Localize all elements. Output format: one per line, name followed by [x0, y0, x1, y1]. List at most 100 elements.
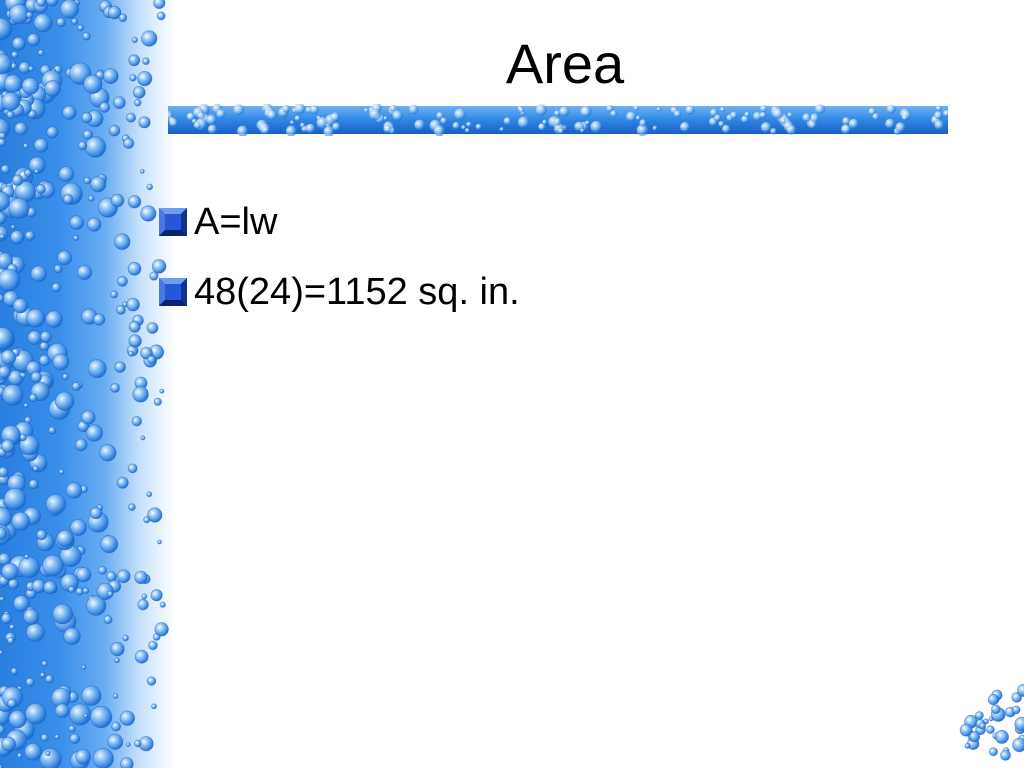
water-drop: [18, 556, 40, 579]
water-drop: [37, 49, 45, 57]
water-drop: [639, 119, 647, 127]
water-drop: [718, 121, 725, 127]
water-drop: [1, 384, 24, 406]
water-drop: [87, 194, 95, 202]
water-drop: [886, 104, 896, 114]
water-drop: [216, 109, 226, 119]
water-drop: [131, 36, 138, 44]
water-drop: [149, 271, 159, 281]
bullet-list: A=lw 48(24)=1152 sq. in.: [158, 200, 520, 340]
water-drop: [153, 397, 162, 406]
water-drop: [433, 125, 445, 136]
water-drop: [116, 569, 131, 584]
water-drop: [25, 677, 35, 687]
water-drop: [760, 122, 772, 133]
water-drop: [810, 113, 820, 123]
water-drop: [39, 672, 46, 679]
water-drop: [71, 17, 79, 25]
water-drop: [585, 120, 590, 125]
water-drop: [535, 104, 547, 116]
water-drop: [808, 120, 817, 129]
water-drop: [44, 674, 54, 684]
water-drop: [885, 118, 896, 129]
water-drop: [99, 101, 111, 113]
water-drop: [71, 381, 81, 391]
water-drop: [151, 259, 167, 274]
water-drop: [815, 104, 825, 115]
water-drop: [116, 304, 126, 315]
water-drop: [935, 105, 942, 112]
water-drop: [127, 261, 142, 276]
water-drop: [143, 516, 151, 524]
water-drop: [990, 704, 1001, 715]
water-drop: [436, 112, 444, 120]
water-drop: [11, 174, 24, 186]
water-drop: [140, 30, 158, 47]
water-drops-pattern: [0, 0, 169, 768]
water-drop: [131, 416, 143, 427]
water-drop: [59, 0, 80, 19]
water-drop: [62, 194, 74, 205]
water-drop: [57, 250, 73, 266]
water-drop: [40, 733, 49, 742]
title-underline-bar: [168, 104, 948, 136]
water-drop: [41, 660, 48, 667]
water-drop: [154, 622, 169, 637]
water-drop: [132, 86, 146, 99]
water-drop: [27, 330, 43, 345]
water-drop: [741, 115, 749, 124]
water-drop: [285, 125, 297, 136]
water-drop: [722, 124, 731, 134]
water-drop: [0, 191, 11, 212]
water-drop: [127, 463, 138, 474]
water-drop: [680, 121, 691, 133]
water-drop: [92, 747, 114, 768]
bullet-item: 48(24)=1152 sq. in.: [158, 270, 520, 314]
bullet-item: A=lw: [158, 200, 520, 244]
water-drop: [23, 554, 30, 560]
water-drop: [156, 11, 166, 21]
water-drop: [606, 104, 614, 113]
water-drop: [0, 138, 6, 147]
slide-title: Area: [505, 32, 625, 95]
water-drop: [237, 125, 249, 136]
water-drop: [30, 371, 43, 383]
water-drop: [77, 24, 84, 32]
water-drop: [77, 140, 88, 151]
water-drop: [542, 119, 548, 125]
water-drop: [32, 465, 39, 472]
water-drop: [383, 116, 388, 121]
water-drop: [8, 623, 16, 631]
water-drop: [68, 725, 76, 733]
water-drop: [122, 634, 129, 642]
water-drop: [8, 197, 30, 219]
water-drop: [123, 137, 135, 149]
water-drop: [408, 104, 419, 115]
water-drop: [974, 711, 984, 720]
water-drop: [294, 115, 301, 122]
water-drop: [0, 466, 9, 478]
water-drop: [89, 705, 113, 729]
water-drop: [714, 114, 722, 122]
water-drop: [114, 657, 120, 664]
water-drop: [82, 129, 93, 140]
water-drop: [76, 264, 93, 280]
water-drop: [518, 107, 525, 113]
water-drop: [959, 723, 973, 737]
water-drop: [33, 168, 40, 175]
water-drop: [48, 426, 57, 435]
water-drop: [89, 506, 103, 520]
water-drop: [52, 353, 70, 371]
water-drop: [99, 444, 117, 462]
water-drop: [25, 622, 45, 642]
water-drop: [454, 108, 466, 121]
blue-square-bullet-icon: [159, 208, 187, 236]
water-drop: [760, 105, 768, 113]
water-drop: [772, 108, 784, 120]
water-drop: [148, 640, 158, 651]
water-drop: [65, 482, 83, 499]
water-drop: [146, 491, 153, 498]
water-drop: [0, 365, 11, 379]
water-drop: [51, 282, 62, 293]
water-drop: [127, 194, 142, 209]
